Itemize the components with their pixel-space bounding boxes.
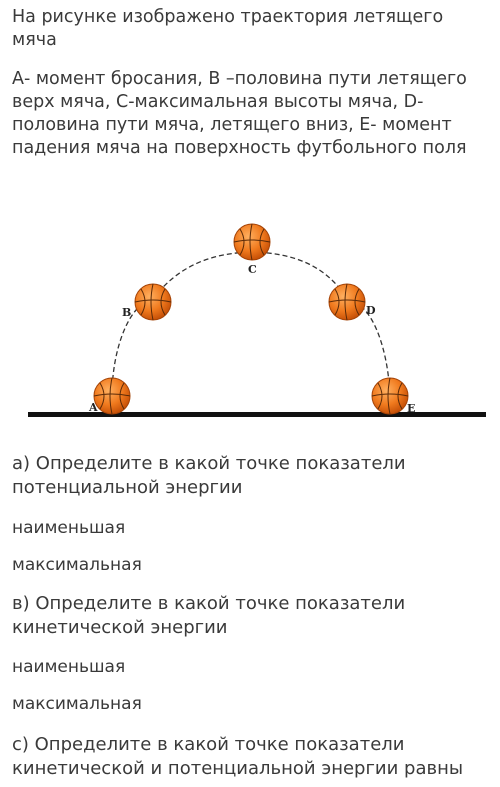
intro-text: На рисунке изображено траектория летящег…: [12, 7, 444, 50]
label-b: B: [122, 306, 131, 319]
label-e: E: [407, 402, 415, 415]
ball-a: [93, 377, 131, 415]
option-b-min: наименьшая: [12, 657, 126, 677]
trajectory-figure: A B C D E: [28, 223, 486, 417]
description-text: А- момент бросания, В –половина пути лет…: [12, 69, 467, 158]
question-b: в) Определите в какой точке показатели к…: [12, 593, 406, 638]
option-b-max: максимальная: [12, 694, 142, 714]
ball-d: [328, 283, 366, 321]
ball-c: [233, 223, 271, 261]
option-a-min: наименьшая: [12, 518, 126, 538]
label-d: D: [366, 304, 376, 317]
ground-line: [28, 412, 486, 417]
label-c: C: [248, 263, 257, 276]
option-a-max: максимальная: [12, 555, 142, 575]
ball-b: [134, 283, 172, 321]
question-a: а) Определите в какой точке показатели п…: [12, 453, 406, 498]
question-c: с) Определите в какой точке показатели к…: [12, 734, 464, 779]
label-a: A: [88, 401, 98, 414]
ball-e: [371, 377, 409, 415]
